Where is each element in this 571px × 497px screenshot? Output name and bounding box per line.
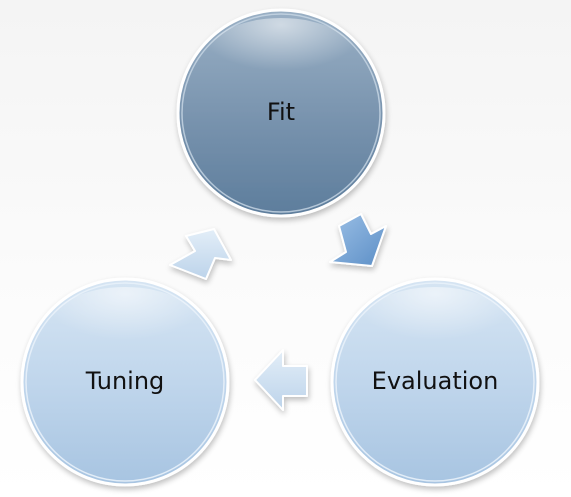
node-fit	[176, 8, 386, 218]
arrow-tuning-to-fit	[169, 228, 232, 280]
arrow-fit-to-evaluation	[329, 213, 387, 267]
node-evaluation	[330, 277, 540, 487]
node-tuning-label: Tuning	[85, 367, 165, 395]
node-evaluation-label: Evaluation	[371, 367, 499, 395]
arrow-evaluation-to-tuning	[254, 349, 308, 411]
node-tuning	[20, 277, 230, 487]
node-fit-label: Fit	[266, 98, 296, 126]
